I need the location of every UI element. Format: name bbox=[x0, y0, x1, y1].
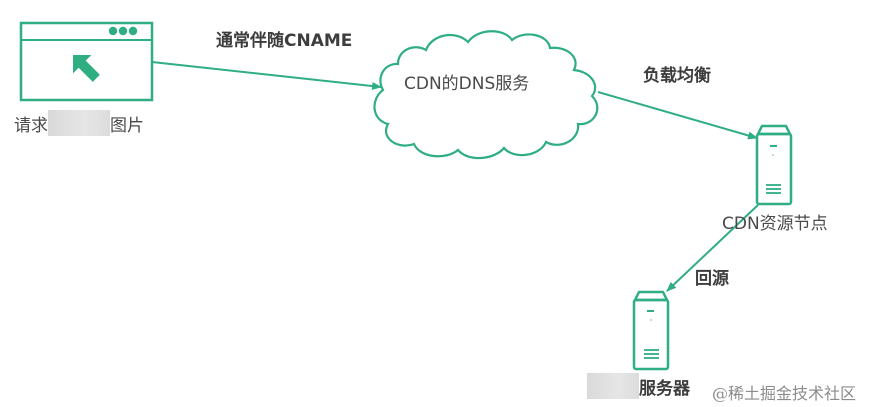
edge-browser-to-dns bbox=[151, 61, 382, 90]
watermark: @稀土掘金技术社区 bbox=[712, 384, 857, 403]
browser-window-icon bbox=[19, 21, 154, 102]
edge-label-cname: 通常伴随CNAME bbox=[216, 31, 353, 51]
edge-label-load-balance: 负载均衡 bbox=[643, 66, 711, 86]
browser-label-suffix: 图片 bbox=[110, 116, 144, 136]
redacted-text bbox=[48, 110, 110, 136]
browser-label: 请求 图片 bbox=[14, 110, 144, 136]
origin-server-icon bbox=[632, 290, 670, 371]
cursor-arrow-icon bbox=[73, 55, 100, 82]
cdn-server-icon bbox=[755, 124, 793, 206]
origin-server-label: 服务器 bbox=[587, 373, 690, 399]
browser-label-prefix: 请求 bbox=[14, 116, 48, 136]
dns-cloud-label: CDN的DNS服务 bbox=[404, 74, 530, 94]
edge-dns-to-cdn bbox=[597, 91, 758, 140]
origin-server-label-text: 服务器 bbox=[639, 379, 690, 399]
edge-label-origin-fetch: 回源 bbox=[695, 269, 729, 289]
cloud-icon bbox=[373, 30, 599, 160]
edge-cdn-to-origin bbox=[666, 204, 759, 292]
redacted-text bbox=[587, 373, 639, 399]
cdn-node-label: CDN资源节点 bbox=[722, 214, 828, 234]
